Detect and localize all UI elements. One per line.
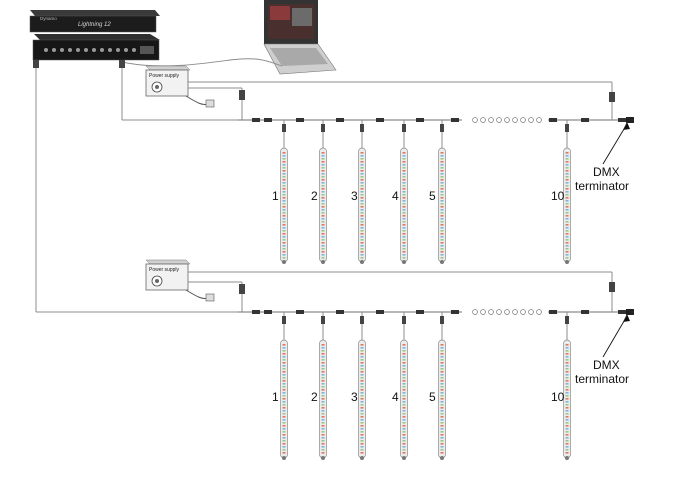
connector-icon: [336, 310, 344, 314]
tube-number-label: 3: [351, 189, 358, 203]
connector-icon: [581, 118, 589, 122]
power-supply-label: Power supply: [149, 267, 180, 273]
port-icon: [44, 48, 48, 52]
connector-icon: [451, 310, 459, 314]
port-icon: [68, 48, 72, 52]
tube-number-label: 10: [551, 189, 565, 203]
usb-cable: [121, 58, 283, 67]
dmx-terminator-label-line1: DMX: [593, 165, 620, 179]
tube-number-label: 2: [311, 189, 318, 203]
ellipsis-dot: [520, 309, 526, 315]
tube-number-label: 4: [392, 390, 399, 404]
port-icon: [100, 48, 104, 52]
ellipsis-dot: [536, 309, 542, 315]
connector-icon: [416, 118, 424, 122]
led-tube-icon: [358, 120, 366, 264]
led-tube-icon: [280, 120, 288, 264]
tube-number-label: 5: [429, 189, 436, 203]
connector-icon: [618, 118, 626, 122]
tube-number-label: 3: [351, 390, 358, 404]
led-tube-icon: [438, 312, 446, 460]
ellipsis-dot: [528, 117, 534, 123]
ellipsis-dot: [512, 117, 518, 123]
ellipsis-dot: [480, 309, 486, 315]
connector-icon: [618, 310, 626, 314]
connector-icon: [549, 118, 557, 122]
port-icon: [108, 48, 112, 52]
connector-icon: [376, 118, 384, 122]
dmx-splitter-icon: [32, 34, 160, 61]
dmx-terminator-plug: [626, 309, 634, 315]
dmx-terminator-label-line1: DMX: [593, 358, 620, 372]
port-icon: [76, 48, 80, 52]
led-tube-icon: [563, 120, 571, 264]
led-tube-icon: [400, 312, 408, 460]
connector-icon: [416, 310, 424, 314]
connector-icon: [451, 118, 459, 122]
connector-icon: [336, 118, 344, 122]
port-icon: [92, 48, 96, 52]
connector-icon: [549, 310, 557, 314]
port-icon: [60, 48, 64, 52]
rack-controller-icon: Dynamo Lightning 12: [29, 10, 160, 33]
laptop-icon: [263, 0, 337, 75]
connector-icon: [264, 310, 272, 314]
connector-icon: [296, 118, 304, 122]
ellipsis-dot: [512, 309, 518, 315]
ellipsis-dot: [488, 117, 494, 123]
ellipsis-dot: [504, 117, 510, 123]
dmx-terminator-label-line2: terminator: [575, 179, 629, 193]
controller-model: Lightning 12: [78, 22, 111, 28]
tube-number-label: 1: [272, 189, 279, 203]
tube-number-label: 1: [272, 390, 279, 404]
port-icon: [116, 48, 120, 52]
connector-icon: [376, 310, 384, 314]
tube-number-label: 10: [551, 390, 565, 404]
controller-brand: Dynamo: [40, 16, 57, 21]
led-tube-icon: [358, 312, 366, 460]
ellipsis-dot: [488, 309, 494, 315]
led-tube-icon: [400, 120, 408, 264]
connector-icon: [581, 310, 589, 314]
led-tube-icon: [319, 312, 327, 460]
connector-icon: [252, 310, 260, 314]
port-icon: [84, 48, 88, 52]
tube-number-label: 4: [392, 189, 399, 203]
ellipsis-dot: [536, 117, 542, 123]
ellipsis-dot: [472, 309, 478, 315]
port-icon: [52, 48, 56, 52]
ellipsis-dot: [528, 309, 534, 315]
ellipsis-dot: [504, 309, 510, 315]
ellipsis-dot: [472, 117, 478, 123]
ellipsis-dot: [480, 117, 486, 123]
arrow-icon: [602, 122, 630, 165]
dmx-terminator-label-line2: terminator: [575, 372, 629, 386]
power-supply-icon: Power supply: [145, 259, 191, 291]
connector-icon: [252, 118, 260, 122]
power-plug-icon: [185, 95, 215, 108]
connector-icon: [264, 118, 272, 122]
ellipsis-dot: [520, 117, 526, 123]
tube-number-label: 2: [311, 390, 318, 404]
power-supply-icon: Power supply: [145, 65, 191, 97]
power-supply-label: Power supply: [149, 73, 180, 79]
led-tube-icon: [438, 120, 446, 264]
arrow-icon: [602, 314, 630, 358]
led-tube-icon: [319, 120, 327, 264]
dmx-terminator-plug: [626, 117, 634, 123]
ellipsis-dot: [496, 117, 502, 123]
ellipsis-dot: [496, 309, 502, 315]
port-icon: [124, 48, 128, 52]
connector-icon: [296, 310, 304, 314]
tube-number-label: 5: [429, 390, 436, 404]
port-icon: [132, 48, 136, 52]
led-tube-icon: [280, 312, 288, 460]
power-plug-icon: [185, 289, 215, 302]
led-tube-icon: [563, 312, 571, 460]
